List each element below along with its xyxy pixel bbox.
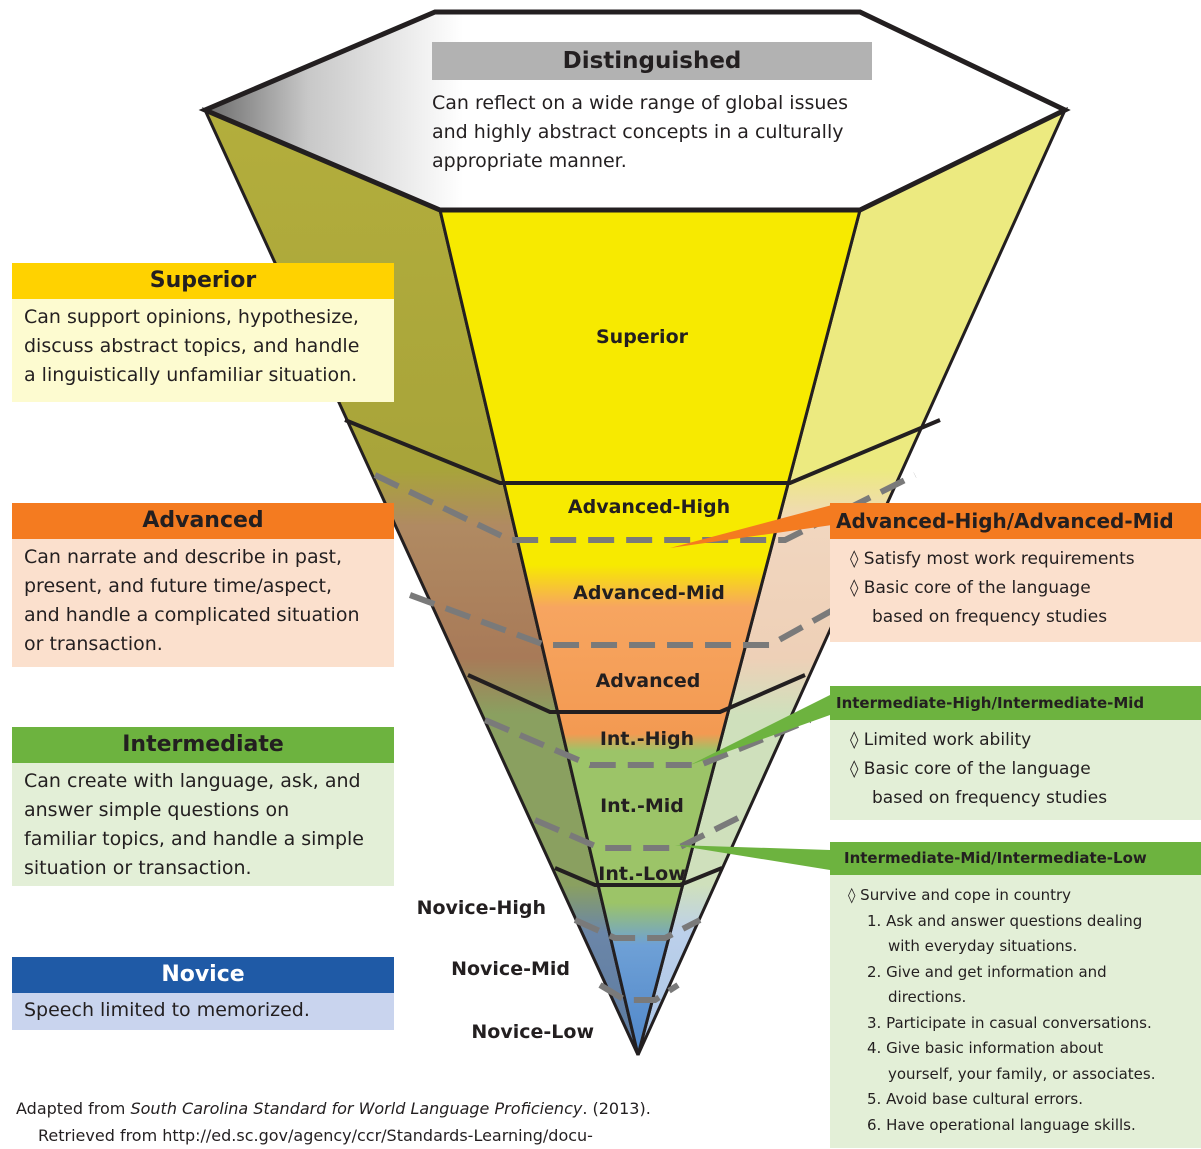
advanced-box-title: Advanced bbox=[12, 503, 394, 539]
superior-box-body: Can support opinions, hypothesize, discu… bbox=[12, 299, 394, 402]
superior-box: Superior Can support opinions, hypothesi… bbox=[12, 263, 394, 402]
distinguished-line: and highly abstract concepts in a cultur… bbox=[432, 121, 844, 143]
superior-box-line: a linguistically unfamiliar situation. bbox=[24, 364, 358, 386]
intermediate-mid-low-box: Intermediate-Mid/Intermediate-Low ◊ Surv… bbox=[830, 842, 1201, 1148]
advanced-box-line: or transaction. bbox=[24, 633, 163, 655]
citation-source-title: South Carolina Standard for World Langua… bbox=[130, 1099, 583, 1118]
intermediate-box-line: situation or transaction. bbox=[24, 857, 252, 879]
distinguished-line: Can reflect on a wide range of global is… bbox=[432, 92, 848, 114]
intermediate-box-line: answer simple questions on bbox=[24, 799, 290, 821]
cone-band-lines bbox=[344, 418, 941, 887]
cone-label-int-low: Int.-Low bbox=[598, 863, 686, 885]
advanced-high-mid-line: based on frequency studies bbox=[872, 607, 1108, 627]
citation-prefix: Adapted from bbox=[16, 1099, 131, 1118]
intermediate-box: Intermediate Can create with language, a… bbox=[12, 727, 394, 886]
cone-label-int-mid: Int.-Mid bbox=[600, 795, 684, 817]
citation-line-2: Retrieved from http://ed.sc.gov/agency/c… bbox=[38, 1126, 593, 1145]
intermediate-mid-low-line: directions. bbox=[888, 988, 967, 1006]
intermediate-mid-low-line: with everyday situations. bbox=[888, 937, 1078, 955]
intermediate-mid-low-body: ◊ Survive and cope in country 1. Ask and… bbox=[830, 875, 1201, 1148]
advanced-box: Advanced Can narrate and describe in pas… bbox=[12, 503, 394, 667]
novice-box-line: Speech limited to memorized. bbox=[24, 999, 310, 1021]
intermediate-high-mid-line: ◊ Basic core of the language bbox=[850, 759, 1091, 779]
intermediate-box-line: Can create with language, ask, and bbox=[24, 770, 361, 792]
callout-pointer-advanced bbox=[670, 505, 832, 548]
callout-pointer-int-high bbox=[690, 695, 830, 765]
callout-pointer-int-mid bbox=[675, 845, 830, 870]
intermediate-mid-low-line: 1. Ask and answer questions dealing bbox=[867, 911, 1143, 930]
advanced-box-body: Can narrate and describe in past, presen… bbox=[12, 539, 394, 667]
novice-box-body: Speech limited to memorized. bbox=[12, 993, 394, 1030]
advanced-high-mid-line: ◊ Satisfy most work requirements bbox=[850, 549, 1135, 569]
advanced-high-mid-line: ◊ Basic core of the language bbox=[850, 578, 1091, 598]
citation: Adapted from South Carolina Standard for… bbox=[16, 1095, 736, 1149]
intermediate-mid-low-line: 2. Give and get information and bbox=[867, 962, 1107, 981]
intermediate-mid-low-line: 3. Participate in casual conversations. bbox=[867, 1013, 1152, 1032]
intermediate-box-line: familiar topics, and handle a simple bbox=[24, 828, 364, 850]
distinguished-title: Distinguished bbox=[432, 42, 872, 80]
cone-label-novice-high: Novice-High bbox=[417, 897, 546, 919]
cone-label-novice-low: Novice-Low bbox=[471, 1021, 594, 1043]
novice-box-title: Novice bbox=[12, 957, 394, 993]
cone-label-int-high: Int.-High bbox=[600, 728, 694, 750]
intermediate-mid-low-title: Intermediate-Mid/Intermediate-Low bbox=[830, 842, 1201, 875]
advanced-box-line: and handle a complicated situation bbox=[24, 604, 360, 626]
advanced-box-line: Can narrate and describe in past, bbox=[24, 546, 342, 568]
superior-box-line: discuss abstract topics, and handle bbox=[24, 335, 360, 357]
cone-label-superior: Superior bbox=[596, 326, 689, 348]
citation-line-1: Adapted from South Carolina Standard for… bbox=[16, 1095, 736, 1122]
intermediate-mid-low-line: 6. Have operational language skills. bbox=[867, 1115, 1136, 1134]
intermediate-high-mid-body: ◊ Limited work ability ◊ Basic core of t… bbox=[830, 720, 1201, 820]
advanced-high-mid-title: Advanced-High/Advanced-Mid bbox=[830, 503, 1201, 539]
intermediate-mid-low-line: yourself, your family, or associates. bbox=[888, 1064, 1156, 1083]
novice-box: Novice Speech limited to memorized. bbox=[12, 957, 394, 1030]
intermediate-high-mid-box: Intermediate-High/Intermediate-Mid ◊ Lim… bbox=[830, 686, 1201, 820]
advanced-box-line: present, and future time/aspect, bbox=[24, 575, 332, 597]
superior-box-line: Can support opinions, hypothesize, bbox=[24, 306, 359, 328]
cone-label-novice-mid: Novice-Mid bbox=[451, 958, 570, 980]
intermediate-mid-low-line: ◊ Survive and cope in country bbox=[848, 886, 1072, 904]
advanced-high-mid-body: ◊ Satisfy most work requirements ◊ Basic… bbox=[830, 539, 1201, 642]
cone-label-advanced: Advanced bbox=[596, 670, 701, 692]
distinguished-description: Can reflect on a wide range of global is… bbox=[432, 89, 902, 176]
intermediate-high-mid-title: Intermediate-High/Intermediate-Mid bbox=[830, 686, 1201, 720]
intermediate-box-body: Can create with language, ask, and answe… bbox=[12, 763, 394, 886]
intermediate-box-title: Intermediate bbox=[12, 727, 394, 763]
distinguished-line: appropriate manner. bbox=[432, 150, 627, 172]
intermediate-mid-low-line: 4. Give basic information about bbox=[867, 1039, 1104, 1057]
intermediate-high-mid-line: based on frequency studies bbox=[872, 788, 1108, 808]
cone-label-advanced-mid: Advanced-Mid bbox=[573, 582, 725, 604]
intermediate-mid-low-line: 5. Avoid base cultural errors. bbox=[867, 1090, 1083, 1108]
intermediate-high-mid-line: ◊ Limited work ability bbox=[850, 730, 1032, 750]
advanced-high-mid-box: Advanced-High/Advanced-Mid ◊ Satisfy mos… bbox=[830, 503, 1201, 642]
superior-box-title: Superior bbox=[12, 263, 394, 299]
cone-label-advanced-high: Advanced-High bbox=[568, 496, 730, 518]
citation-suffix: . (2013). bbox=[582, 1099, 651, 1118]
